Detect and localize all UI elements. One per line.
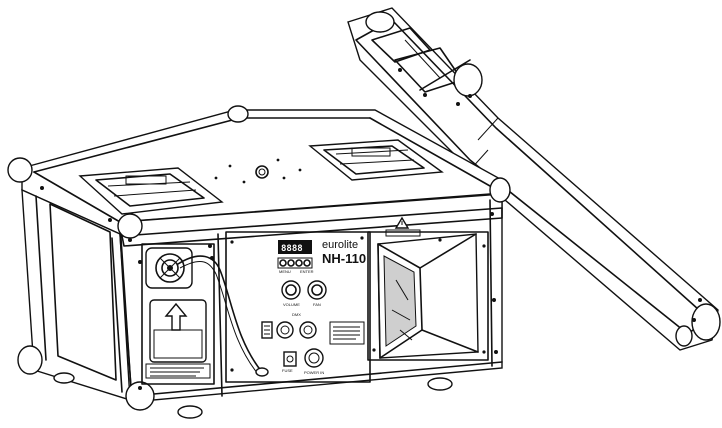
lid-corner-top-right: [453, 63, 483, 97]
lid-corner-top-left: [365, 11, 395, 33]
control-panel: 8888 MENU ENTER eurolite NH-110 VOLUME F…: [225, 231, 371, 383]
power-in-connector[interactable]: [304, 348, 324, 368]
brand-logo: eurolite: [322, 239, 358, 251]
hose: [177, 255, 263, 373]
down-button[interactable]: [295, 259, 303, 267]
volume-knob[interactable]: [281, 280, 301, 300]
display-reading: 8888: [281, 244, 303, 254]
corner-bottom-front: [125, 381, 155, 411]
power-label: POWER IN: [304, 370, 324, 375]
model-name: NH-110: [322, 251, 366, 266]
up-button[interactable]: [287, 259, 295, 267]
led-display: [278, 240, 312, 254]
fuse-label: FUSE: [282, 368, 293, 373]
flight-case-lid: [347, 7, 721, 351]
corner-top-right: [489, 177, 511, 203]
dmx-label: DMX: [292, 312, 301, 317]
fan-label: FAN: [313, 302, 321, 307]
enter-button[interactable]: [303, 259, 311, 267]
menu-button[interactable]: [279, 259, 287, 267]
foot: [177, 405, 203, 419]
lid-corner-bottom-right: [691, 303, 721, 341]
info-sticker: [329, 321, 365, 345]
dmx-in-connector[interactable]: [276, 321, 294, 339]
corner-top-left: [7, 157, 33, 183]
fuse-holder[interactable]: [283, 351, 297, 367]
output-opening: [367, 216, 489, 361]
foot: [53, 372, 75, 384]
volume-label: VOLUME: [283, 302, 300, 307]
foot: [427, 377, 453, 391]
corner-top-front: [117, 213, 143, 239]
fan-knob[interactable]: [307, 280, 327, 300]
enter-label: ENTER: [300, 269, 314, 274]
dmx-out-connector[interactable]: [299, 321, 317, 339]
up-arrow-icon: [164, 302, 188, 331]
menu-label: MENU: [279, 269, 291, 274]
fluid-tank: [149, 299, 207, 363]
corner-bottom-left: [17, 345, 43, 375]
top-handle-left: [78, 167, 224, 215]
left-compartment: [141, 243, 269, 385]
